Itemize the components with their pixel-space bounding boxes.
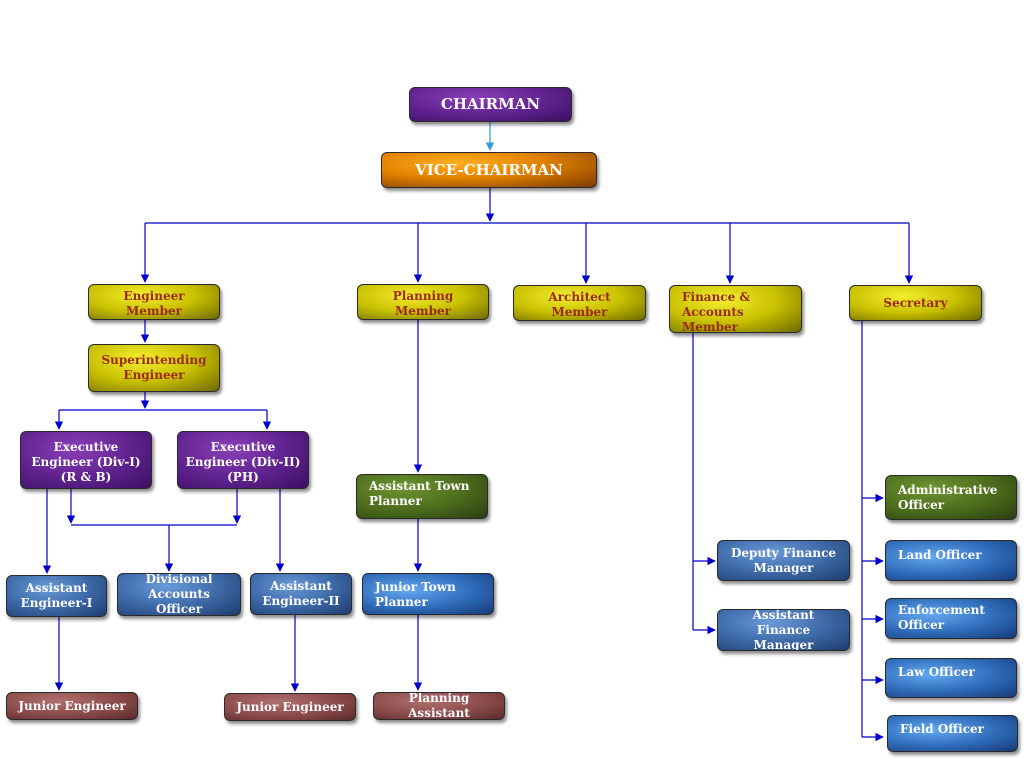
node-divisional-accounts-officer: Divisional Accounts Officer [117, 573, 241, 616]
node-deputy-finance-manager: Deputy Finance Manager [717, 540, 850, 581]
node-vice-chairman: VICE-CHAIRMAN [381, 152, 597, 188]
node-assistant-engineer-2: Assistant Engineer-II [250, 573, 352, 615]
node-land-officer: Land Officer [885, 540, 1017, 581]
node-field-officer: Field Officer [887, 715, 1018, 752]
node-junior-engineer-2: Junior Engineer [224, 693, 356, 721]
node-superintending-engineer: Superintending Engineer [88, 344, 220, 392]
node-administrative-officer: Administrative Officer [885, 475, 1017, 520]
node-junior-engineer-1: Junior Engineer [6, 692, 138, 720]
node-assistant-finance-manager: Assistant Finance Manager [717, 609, 850, 651]
node-assistant-engineer-1: Assistant Engineer-I [6, 575, 107, 617]
node-architect-member: Architect Member [513, 285, 646, 321]
node-enforcement-officer: Enforcement Officer [885, 598, 1017, 639]
node-planning-assistant: Planning Assistant [373, 692, 505, 720]
node-law-officer: Law Officer [885, 658, 1017, 698]
node-secretary: Secretary [849, 285, 982, 321]
node-finance-member: Finance & Accounts Member [669, 285, 802, 333]
node-executive-engineer-div-1: Executive Engineer (Div-I) (R & B) [20, 431, 152, 489]
node-executive-engineer-div-2: Executive Engineer (Div-II) (PH) [177, 431, 309, 489]
node-planning-member: Planning Member [357, 284, 489, 320]
node-engineer-member: Engineer Member [88, 284, 220, 320]
node-assistant-town-planner: Assistant Town Planner [356, 474, 488, 519]
node-junior-town-planner: Junior Town Planner [362, 573, 494, 615]
node-chairman: CHAIRMAN [409, 87, 572, 122]
